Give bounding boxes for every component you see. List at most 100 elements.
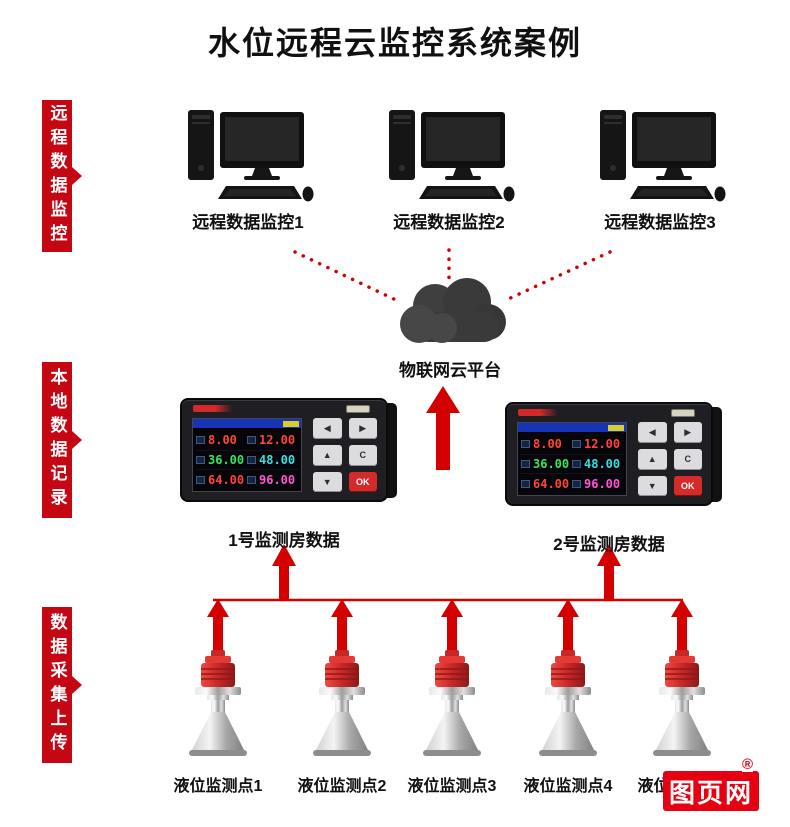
channel-tag <box>521 459 530 468</box>
channel-tag <box>196 455 205 464</box>
channel-tag <box>196 476 205 485</box>
recorder-keypad: ◀ ▶ ▲ C ▼ OK <box>638 422 702 496</box>
arrow-sensor3-to-bus <box>441 599 463 652</box>
recorder-side-panel <box>386 403 397 498</box>
arrow-bus-to-recorder1 <box>272 544 296 600</box>
channel-tag <box>572 480 581 489</box>
page-title: 水位远程云监控系统案例 <box>207 25 582 61</box>
desktop-computer-icon <box>389 110 515 202</box>
recorder-reading: 64.00 <box>196 470 247 490</box>
recorder-screen-statusbar <box>518 423 626 433</box>
recorder-reading: 48.00 <box>572 455 623 475</box>
recorder-reading: 96.00 <box>247 470 298 490</box>
radar-level-sensor-icon <box>539 650 597 756</box>
recorder-device-2: 8.00 12.00 36.00 48.00 <box>505 402 722 506</box>
reading-value: 8.00 <box>533 437 562 452</box>
desktop-computer-icon <box>600 110 726 202</box>
recorder-button-down: ▼ <box>638 475 667 496</box>
computer-workstation-3 <box>594 106 726 209</box>
reading-value: 96.00 <box>584 477 621 492</box>
side-label-text: 远程数据监控 <box>47 104 67 248</box>
side-label-data-collection-upload: 数据采集上传 <box>42 607 72 763</box>
channel-tag <box>247 436 256 445</box>
channel-tag <box>521 480 530 489</box>
recorder-button-c: C <box>348 445 377 466</box>
sensor-label-1: 液位监测点1 <box>173 778 263 795</box>
sensor-label-3: 液位监测点3 <box>407 778 497 795</box>
arrow-sensor4-to-bus <box>557 599 579 652</box>
radar-level-sensor-icon <box>313 650 371 756</box>
arrow-bus-to-recorder2 <box>597 544 621 600</box>
arrow-sensor5-to-bus <box>671 599 693 652</box>
recorder-button-left: ◀ <box>638 422 667 444</box>
reading-value: 48.00 <box>584 456 621 471</box>
recorder-reading: 12.00 <box>247 431 298 451</box>
reading-value: 36.00 <box>208 452 245 467</box>
cloud-platform <box>385 272 515 359</box>
recorder-reading: 8.00 <box>521 435 572 455</box>
computer-label-1: 远程数据监控1 <box>192 213 304 232</box>
reading-value: 48.00 <box>259 452 296 467</box>
reading-value: 12.00 <box>259 433 296 448</box>
channel-tag <box>196 436 205 445</box>
side-label-text: 本地数据记录 <box>47 368 67 512</box>
recorder-reading: 96.00 <box>572 474 623 494</box>
radar-level-sensor-icon <box>189 650 247 756</box>
recorder-brand-mark <box>518 409 558 416</box>
level-sensor-2 <box>305 650 379 767</box>
recorder-button-left: ◀ <box>313 418 342 440</box>
cloud-icon <box>400 278 506 343</box>
reading-value: 64.00 <box>208 473 245 488</box>
recorder-reading: 12.00 <box>572 435 623 455</box>
side-label-text: 数据采集上传 <box>47 613 67 757</box>
channel-tag <box>521 440 530 449</box>
reading-value: 64.00 <box>533 477 570 492</box>
recorder-button-up: ▲ <box>638 449 667 470</box>
recorder-screen: 8.00 12.00 36.00 48.00 <box>517 422 627 496</box>
reading-value: 12.00 <box>584 437 621 452</box>
recorder-brand-mark <box>193 405 233 412</box>
recorder-reading: 64.00 <box>521 474 572 494</box>
sensor-label-2: 液位监测点2 <box>297 778 387 795</box>
arrow-sensor1-to-bus <box>207 599 229 652</box>
recorder-reading: 8.00 <box>196 431 247 451</box>
recorder-front-panel: 8.00 12.00 36.00 48.00 <box>505 402 713 506</box>
dotted-link-computer3-cloud <box>502 250 612 303</box>
cloud-label: 物联网云平台 <box>399 361 501 380</box>
reading-value: 96.00 <box>259 473 296 488</box>
recorder-front-panel: 8.00 12.00 36.00 48.00 <box>180 398 388 502</box>
recorder-label-2: 2号监测房数据 <box>553 535 665 554</box>
registered-trademark-icon: ® <box>742 756 754 773</box>
arrow-recorders-to-cloud <box>426 386 460 470</box>
recorder-button-c: C <box>673 449 702 470</box>
dotted-link-computer1-cloud <box>293 250 400 303</box>
recorder-side-panel <box>711 407 722 502</box>
side-label-local-data-recording: 本地数据记录 <box>42 362 72 518</box>
level-sensor-4 <box>531 650 605 767</box>
recorder-reading: 36.00 <box>521 455 572 475</box>
recorder-readings-grid: 8.00 12.00 36.00 48.00 <box>193 430 301 491</box>
recorder-button-right: ▶ <box>673 422 702 444</box>
recorder-readings-grid: 8.00 12.00 36.00 48.00 <box>518 434 626 495</box>
recorder-screen: 8.00 12.00 36.00 48.00 <box>192 418 302 492</box>
channel-tag <box>247 476 256 485</box>
computer-label-3: 远程数据监控3 <box>604 213 716 232</box>
desktop-computer-icon <box>188 110 314 202</box>
radar-level-sensor-icon <box>423 650 481 756</box>
watermark-logo: 图页网 <box>663 771 759 811</box>
side-label-remote-data-monitoring: 远程数据监控 <box>42 100 72 252</box>
recorder-keypad: ◀ ▶ ▲ C ▼ OK <box>313 418 377 492</box>
reading-value: 36.00 <box>533 456 570 471</box>
recorder-usb-slot <box>346 405 370 413</box>
channel-tag <box>572 440 581 449</box>
recorder-screen-statusbar <box>193 419 301 429</box>
sensor-label-4: 液位监测点4 <box>523 778 613 795</box>
recorder-label-1: 1号监测房数据 <box>228 531 340 550</box>
recorder-button-ok: OK <box>673 475 702 496</box>
recorder-button-ok: OK <box>348 471 377 492</box>
level-sensor-3 <box>415 650 489 767</box>
recorder-button-down: ▼ <box>313 471 342 492</box>
level-sensor-5 <box>645 650 719 767</box>
